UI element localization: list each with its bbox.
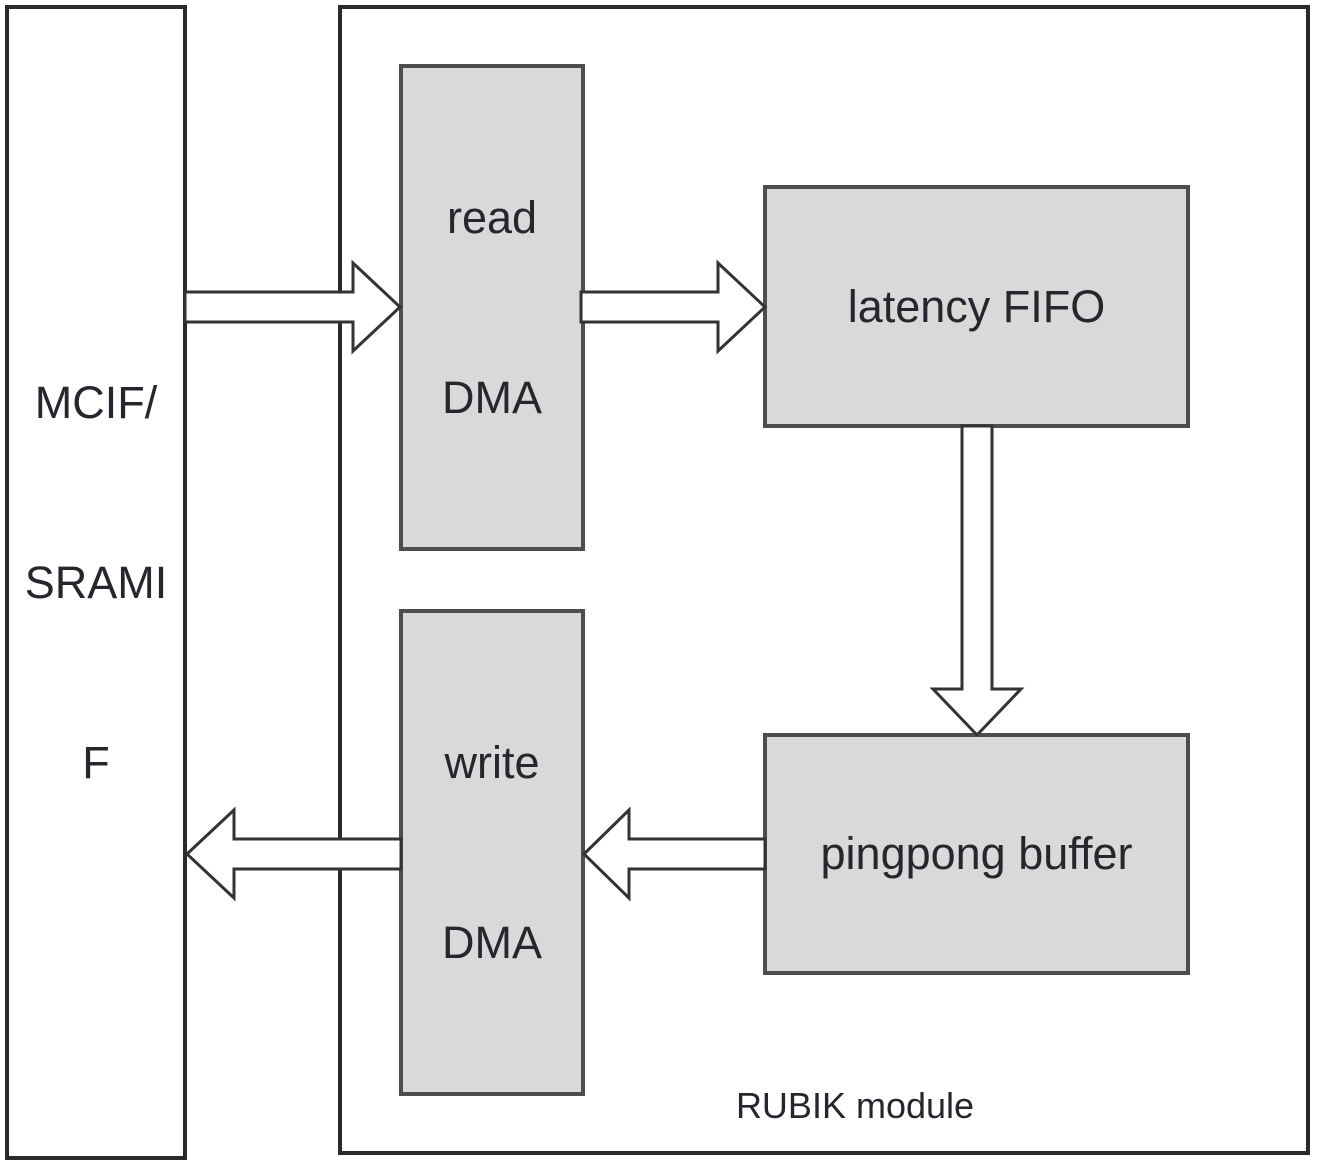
latency-fifo-label: latency FIFO	[847, 280, 1106, 332]
mcif-label-line3: F	[82, 736, 110, 788]
write-dma-label-line1: write	[444, 736, 540, 788]
write-dma-label-line2: DMA	[442, 916, 542, 968]
read-dma-label-line2: DMA	[442, 371, 542, 423]
mcif-sramif-box: MCIF/ SRAMI F	[5, 5, 187, 1160]
write-dma-box: write DMA	[399, 609, 585, 1096]
rubik-module-caption: RUBIK module	[735, 1085, 975, 1126]
mcif-label-line1: MCIF/	[34, 376, 158, 428]
pingpong-buffer-box: pingpong buffer	[763, 733, 1190, 975]
read-dma-box: read DMA	[399, 64, 585, 551]
mcif-label-line2: SRAMI	[24, 556, 168, 608]
read-dma-label: read DMA	[442, 68, 542, 548]
latency-fifo-box: latency FIFO	[763, 185, 1190, 428]
mcif-sramif-label: MCIF/ SRAMI F	[25, 253, 168, 913]
read-dma-label-line1: read	[446, 191, 538, 243]
write-dma-label: write DMA	[442, 613, 542, 1093]
pingpong-buffer-label: pingpong buffer	[820, 828, 1133, 879]
